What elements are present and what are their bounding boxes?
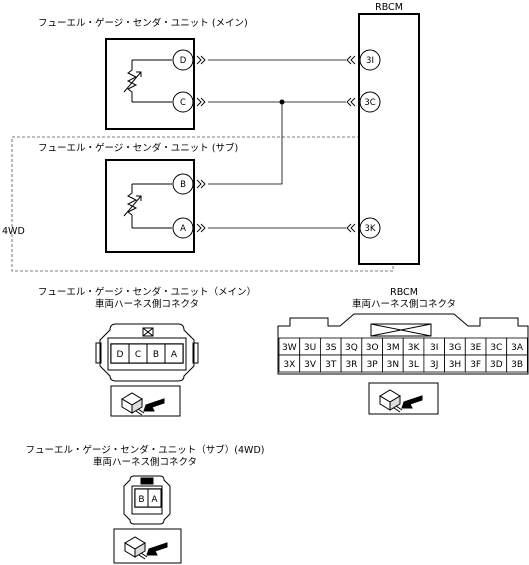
wire-b-splice <box>208 102 283 185</box>
rbcm-connector-pin-label: 3N <box>387 360 399 370</box>
rbcm-connector-pin-label: 3J <box>430 360 438 370</box>
sub-connector-view-icon <box>113 528 182 564</box>
rbcm-pin-3i-label: 3I <box>366 56 374 66</box>
main-connector-cell <box>164 343 184 364</box>
rbcm-pin-3i: 3I <box>359 49 381 71</box>
sub-pin-b: B <box>172 173 194 195</box>
rbcm-connector-pin-label: 3R <box>345 360 357 370</box>
rbcm-connector-pin-label: 3T <box>325 360 337 370</box>
sub-pin-a-label: A <box>180 224 186 234</box>
sub-variable-resistor-icon <box>123 183 172 229</box>
rbcm-connector-title-1: RBCM <box>390 287 418 298</box>
rbcm-connector-face <box>277 313 529 375</box>
rbcm-connector-pin-label: 3G <box>449 343 462 353</box>
rbcm-connector-pin-label: 3S <box>325 343 337 353</box>
main-pin-d-label: D <box>180 56 187 66</box>
sub-pin-b-label: B <box>180 180 186 190</box>
rbcm-pin-3k-label: 3K <box>365 224 376 234</box>
rbcm-connector-pin-label: 3V <box>304 360 317 370</box>
sub-connector-title-1: フューエル・ゲージ・センダ・ユニット（サブ）(4WD) <box>26 444 265 456</box>
rbcm-connector-pin-label: 3P <box>367 360 379 370</box>
rbcm-connector-pin-label: 3X <box>283 360 295 370</box>
rbcm-connector-title-2: 車両ハーネス側コネクタ <box>352 298 456 310</box>
rbcm-connector-pin-label: 3C <box>490 343 502 353</box>
main-connector-pin-label: B <box>153 350 159 360</box>
rbcm-pin-3c-label: 3C <box>364 98 375 108</box>
main-connector-title-1: フューエル・ゲージ・センダ・ユニット（メイン） <box>38 286 256 298</box>
rbcm-connector-cells: 3W 3U 3S 3Q 3O 3M 3K 3I 3G 3E 3C 3A 3X 3V 3T 3R 3P 3N 3L 3J… <box>278 337 528 373</box>
main-pin-c: C <box>172 91 194 113</box>
rbcm-connector-pin-label: 3H <box>449 360 462 370</box>
main-connector-pin-label: A <box>171 350 178 360</box>
rbcm-connector-pin-label: 3U <box>304 343 316 353</box>
rbcm-connector-view-icon <box>368 382 439 415</box>
rbcm-connector-pin-label: 3E <box>470 343 482 353</box>
4wd-region <box>11 136 394 272</box>
sub-connector-title-2: 車両ハーネス側コネクタ <box>93 456 197 468</box>
connector-chevrons-unit-side <box>196 55 206 233</box>
main-connector-view-icon <box>110 385 181 417</box>
main-connector-pin-label: D <box>117 350 124 360</box>
main-pin-c-label: C <box>180 98 186 108</box>
rbcm-connector-pin-label: 3D <box>490 360 503 370</box>
main-unit-title: フューエル・ゲージ・センダ・ユニット (メイン) <box>38 17 248 29</box>
4wd-label: 4WD <box>2 226 25 237</box>
rbcm-connector-cell <box>506 354 528 373</box>
sub-connector-cell <box>147 488 162 508</box>
rbcm-connector-pin-label: 3L <box>408 360 419 370</box>
rbcm-connector-pin-label: 3B <box>511 360 523 370</box>
rbcm-connector-pin-label: 3A <box>511 343 524 353</box>
rbcm-connector-pin-label: 3O <box>366 343 379 353</box>
connector-chevrons-rbcm-side <box>346 55 356 233</box>
rbcm-connector-pin-label: 3K <box>408 343 421 353</box>
rbcm-connector-pin-label: 3Q <box>345 343 358 353</box>
sub-pin-a: A <box>172 217 194 239</box>
main-variable-resistor-icon <box>123 59 172 103</box>
rbcm-connector-pin-label: 3M <box>386 343 400 353</box>
main-connector-pin-label: C <box>135 350 141 360</box>
sub-connector-pin-label: B <box>138 495 144 505</box>
splice-dot <box>279 99 285 105</box>
sub-connector-pin-label: A <box>151 495 158 505</box>
main-connector-title-2: 車両ハーネス側コネクタ <box>95 298 199 310</box>
main-pin-d: D <box>172 49 194 71</box>
rbcm-connector-pin-label: 3I <box>430 343 438 353</box>
rbcm-pin-3c: 3C <box>359 91 381 113</box>
wires <box>208 59 346 229</box>
rbcm-title: RBCM <box>375 2 403 13</box>
rbcm-pin-3k: 3K <box>359 217 381 239</box>
rbcm-connector-pin-label: 3F <box>470 360 481 370</box>
sub-unit-title: フューエル・ゲージ・センダ・ユニット (サブ) <box>38 142 238 154</box>
rbcm-connector-pin-label: 3W <box>282 343 297 353</box>
